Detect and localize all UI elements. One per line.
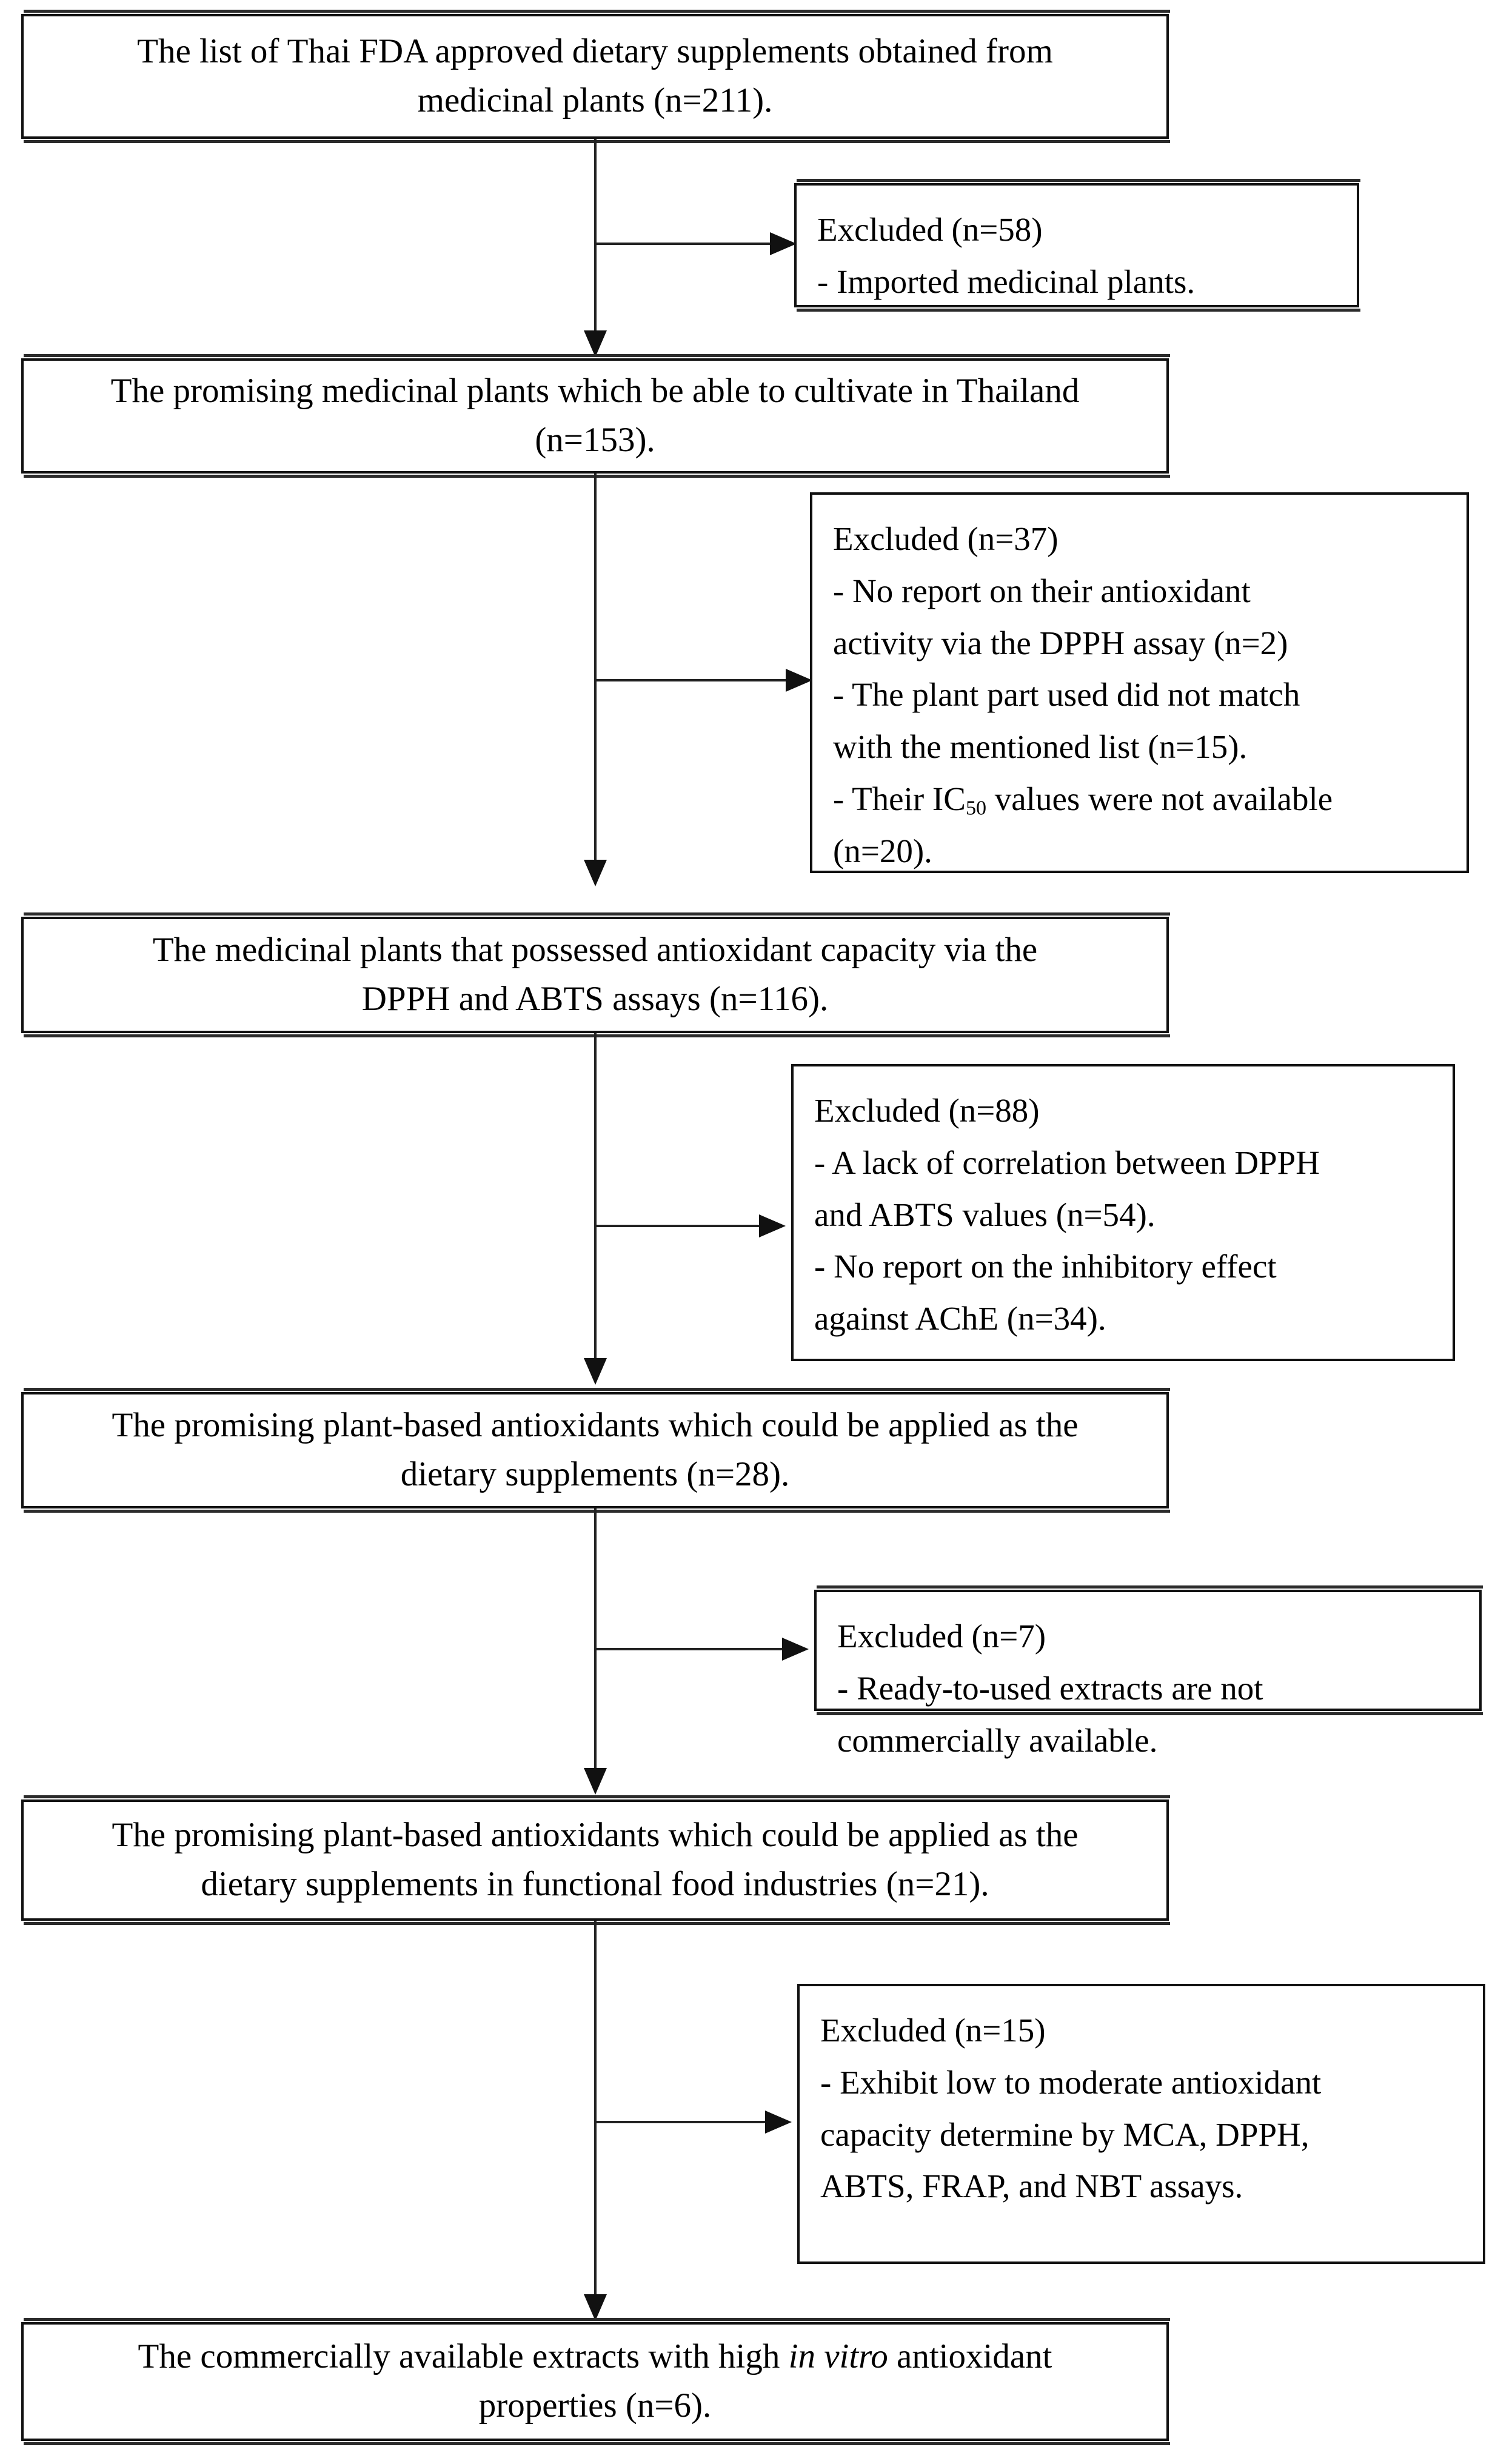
stage-box-2-line1: The promising medicinal plants which be … [110,372,1080,410]
stage-box-6-line1-italic: in vitro [788,2337,888,2376]
exclusion-box-1-line-1: - Imported medicinal plants. [817,263,1196,300]
stage-box-3-text: The medicinal plants that possessed anti… [24,926,1166,1024]
stage-box-2-line2: (n=153). [535,421,655,459]
stage-box-5-line2: dietary supplements in functional food i… [201,1865,989,1903]
stage-box-1: The list of Thai FDA approved dietary su… [21,10,1170,143]
connector-line-5 [594,1921,597,2297]
exclusion-box-3-line-2: and ABTS values (n=54). [814,1196,1156,1233]
connector-arrow-down-2 [584,860,607,886]
stage-box-3-line1: The medicinal plants that possessed anti… [152,931,1038,969]
exclusion-box-5-line-3: ABTS, FRAP, and NBT assays. [820,2168,1243,2205]
stage-box-4: The promising plant-based antioxidants w… [21,1388,1170,1513]
branch-arrow-right-3 [759,1214,786,1237]
exclusion-box-3-line-1: - A lack of correlation between DPPH [814,1143,1320,1181]
branch-line-1 [594,243,774,245]
stage-box-6: The commercially available extracts with… [21,2318,1170,2445]
exclusion-box-4-header: Excluded (n=7) [837,1618,1046,1655]
exclusion-box-5-header: Excluded (n=15) [820,2012,1046,2049]
ic50-subscript: 50 [965,797,987,820]
connector-line-1 [594,139,597,333]
stage-box-1-line1: The list of Thai FDA approved dietary su… [137,32,1053,71]
exclusion-box-3-text: Excluded (n=88) - A lack of correlation … [794,1066,1453,1345]
branch-line-4 [594,1648,786,1650]
exclusion-box-2-line-4: with the mentioned list (n=15). [833,728,1248,766]
stage-box-3: The medicinal plants that possessed anti… [21,912,1170,1037]
stage-box-2: The promising medicinal plants which be … [21,354,1170,478]
stage-box-6-line2: properties (n=6). [478,2386,712,2425]
ic50-prefix: - Their IC [833,780,966,817]
exclusion-box-2-text: Excluded (n=37) - No report on their ant… [812,495,1467,877]
branch-line-5 [594,2121,769,2123]
connector-arrow-down-1 [584,330,607,357]
exclusion-box-2-line-6: (n=20). [833,832,932,869]
stage-box-2-text: The promising medicinal plants which be … [24,367,1166,465]
stage-box-5: The promising plant-based antioxidants w… [21,1795,1170,1925]
exclusion-box-3-header: Excluded (n=88) [814,1092,1040,1129]
connector-line-4 [594,1508,597,1770]
exclusion-box-2-line-2: activity via the DPPH assay (n=2) [833,624,1288,661]
exclusion-box-3: Excluded (n=88) - A lack of correlation … [791,1064,1455,1361]
branch-arrow-right-4 [782,1638,809,1661]
connector-arrow-down-3 [584,1358,607,1385]
exclusion-box-3-line-3: - No report on the inhibitory effect [814,1248,1277,1285]
exclusion-box-4: Excluded (n=7) - Ready-to-used extracts … [814,1585,1483,1759]
stage-box-6-line1: The commercially available extracts with… [138,2337,1052,2375]
exclusion-box-4-line-1: - Ready-to-used extracts are not [837,1669,1263,1707]
exclusion-box-2-line-5: - Their IC50 values were not available [833,773,1446,825]
exclusion-box-2: Excluded (n=37) - No report on their ant… [810,492,1469,873]
exclusion-box-4-text: Excluded (n=7) - Ready-to-used extracts … [817,1592,1479,1766]
exclusion-box-5-line-1: - Exhibit low to moderate antioxidant [820,2063,1322,2101]
branch-line-2 [594,679,789,681]
exclusion-box-2-line-1: - No report on their antioxidant [833,572,1251,609]
exclusion-box-5: Excluded (n=15) - Exhibit low to moderat… [797,1984,1485,2264]
stage-box-6-line1-a: The commercially available extracts with… [138,2337,789,2376]
branch-arrow-right-1 [770,232,797,255]
connector-line-3 [594,1033,597,1361]
stage-box-6-text: The commercially available extracts with… [24,2332,1166,2431]
exclusion-box-4-line-2: commercially available. [837,1721,1158,1759]
stage-box-5-line1: The promising plant-based antioxidants w… [112,1816,1079,1855]
stage-box-4-text: The promising plant-based antioxidants w… [24,1401,1166,1499]
stage-box-1-text: The list of Thai FDA approved dietary su… [24,27,1166,126]
branch-arrow-right-5 [765,2111,792,2134]
exclusion-box-1: Excluded (n=58) - Imported medicinal pla… [794,179,1360,312]
connector-arrow-down-5 [584,2294,607,2321]
exclusion-box-5-line-2: capacity determine by MCA, DPPH, [820,2115,1309,2153]
exclusion-box-1-header: Excluded (n=58) [817,211,1043,248]
stage-box-4-line2: dietary supplements (n=28). [400,1455,790,1493]
connector-arrow-down-4 [584,1768,607,1795]
ic50-suffix: values were not available [986,780,1333,817]
stage-box-4-line1: The promising plant-based antioxidants w… [112,1406,1079,1445]
exclusion-box-5-text: Excluded (n=15) - Exhibit low to moderat… [800,1986,1483,2212]
stage-box-3-line2: DPPH and ABTS assays (n=116). [361,980,829,1018]
branch-line-3 [594,1225,763,1227]
stage-box-5-text: The promising plant-based antioxidants w… [24,1811,1166,1909]
stage-box-1-line2: medicinal plants (n=211). [417,81,773,119]
exclusion-box-1-text: Excluded (n=58) - Imported medicinal pla… [797,186,1357,308]
exclusion-box-2-header: Excluded (n=37) [833,520,1059,557]
exclusion-box-3-line-4: against AChE (n=34). [814,1300,1106,1337]
connector-line-2 [594,474,597,862]
exclusion-box-2-line-3: - The plant part used did not match [833,676,1300,714]
stage-box-6-line1-b: antioxidant [888,2337,1052,2376]
branch-arrow-right-2 [786,669,812,692]
